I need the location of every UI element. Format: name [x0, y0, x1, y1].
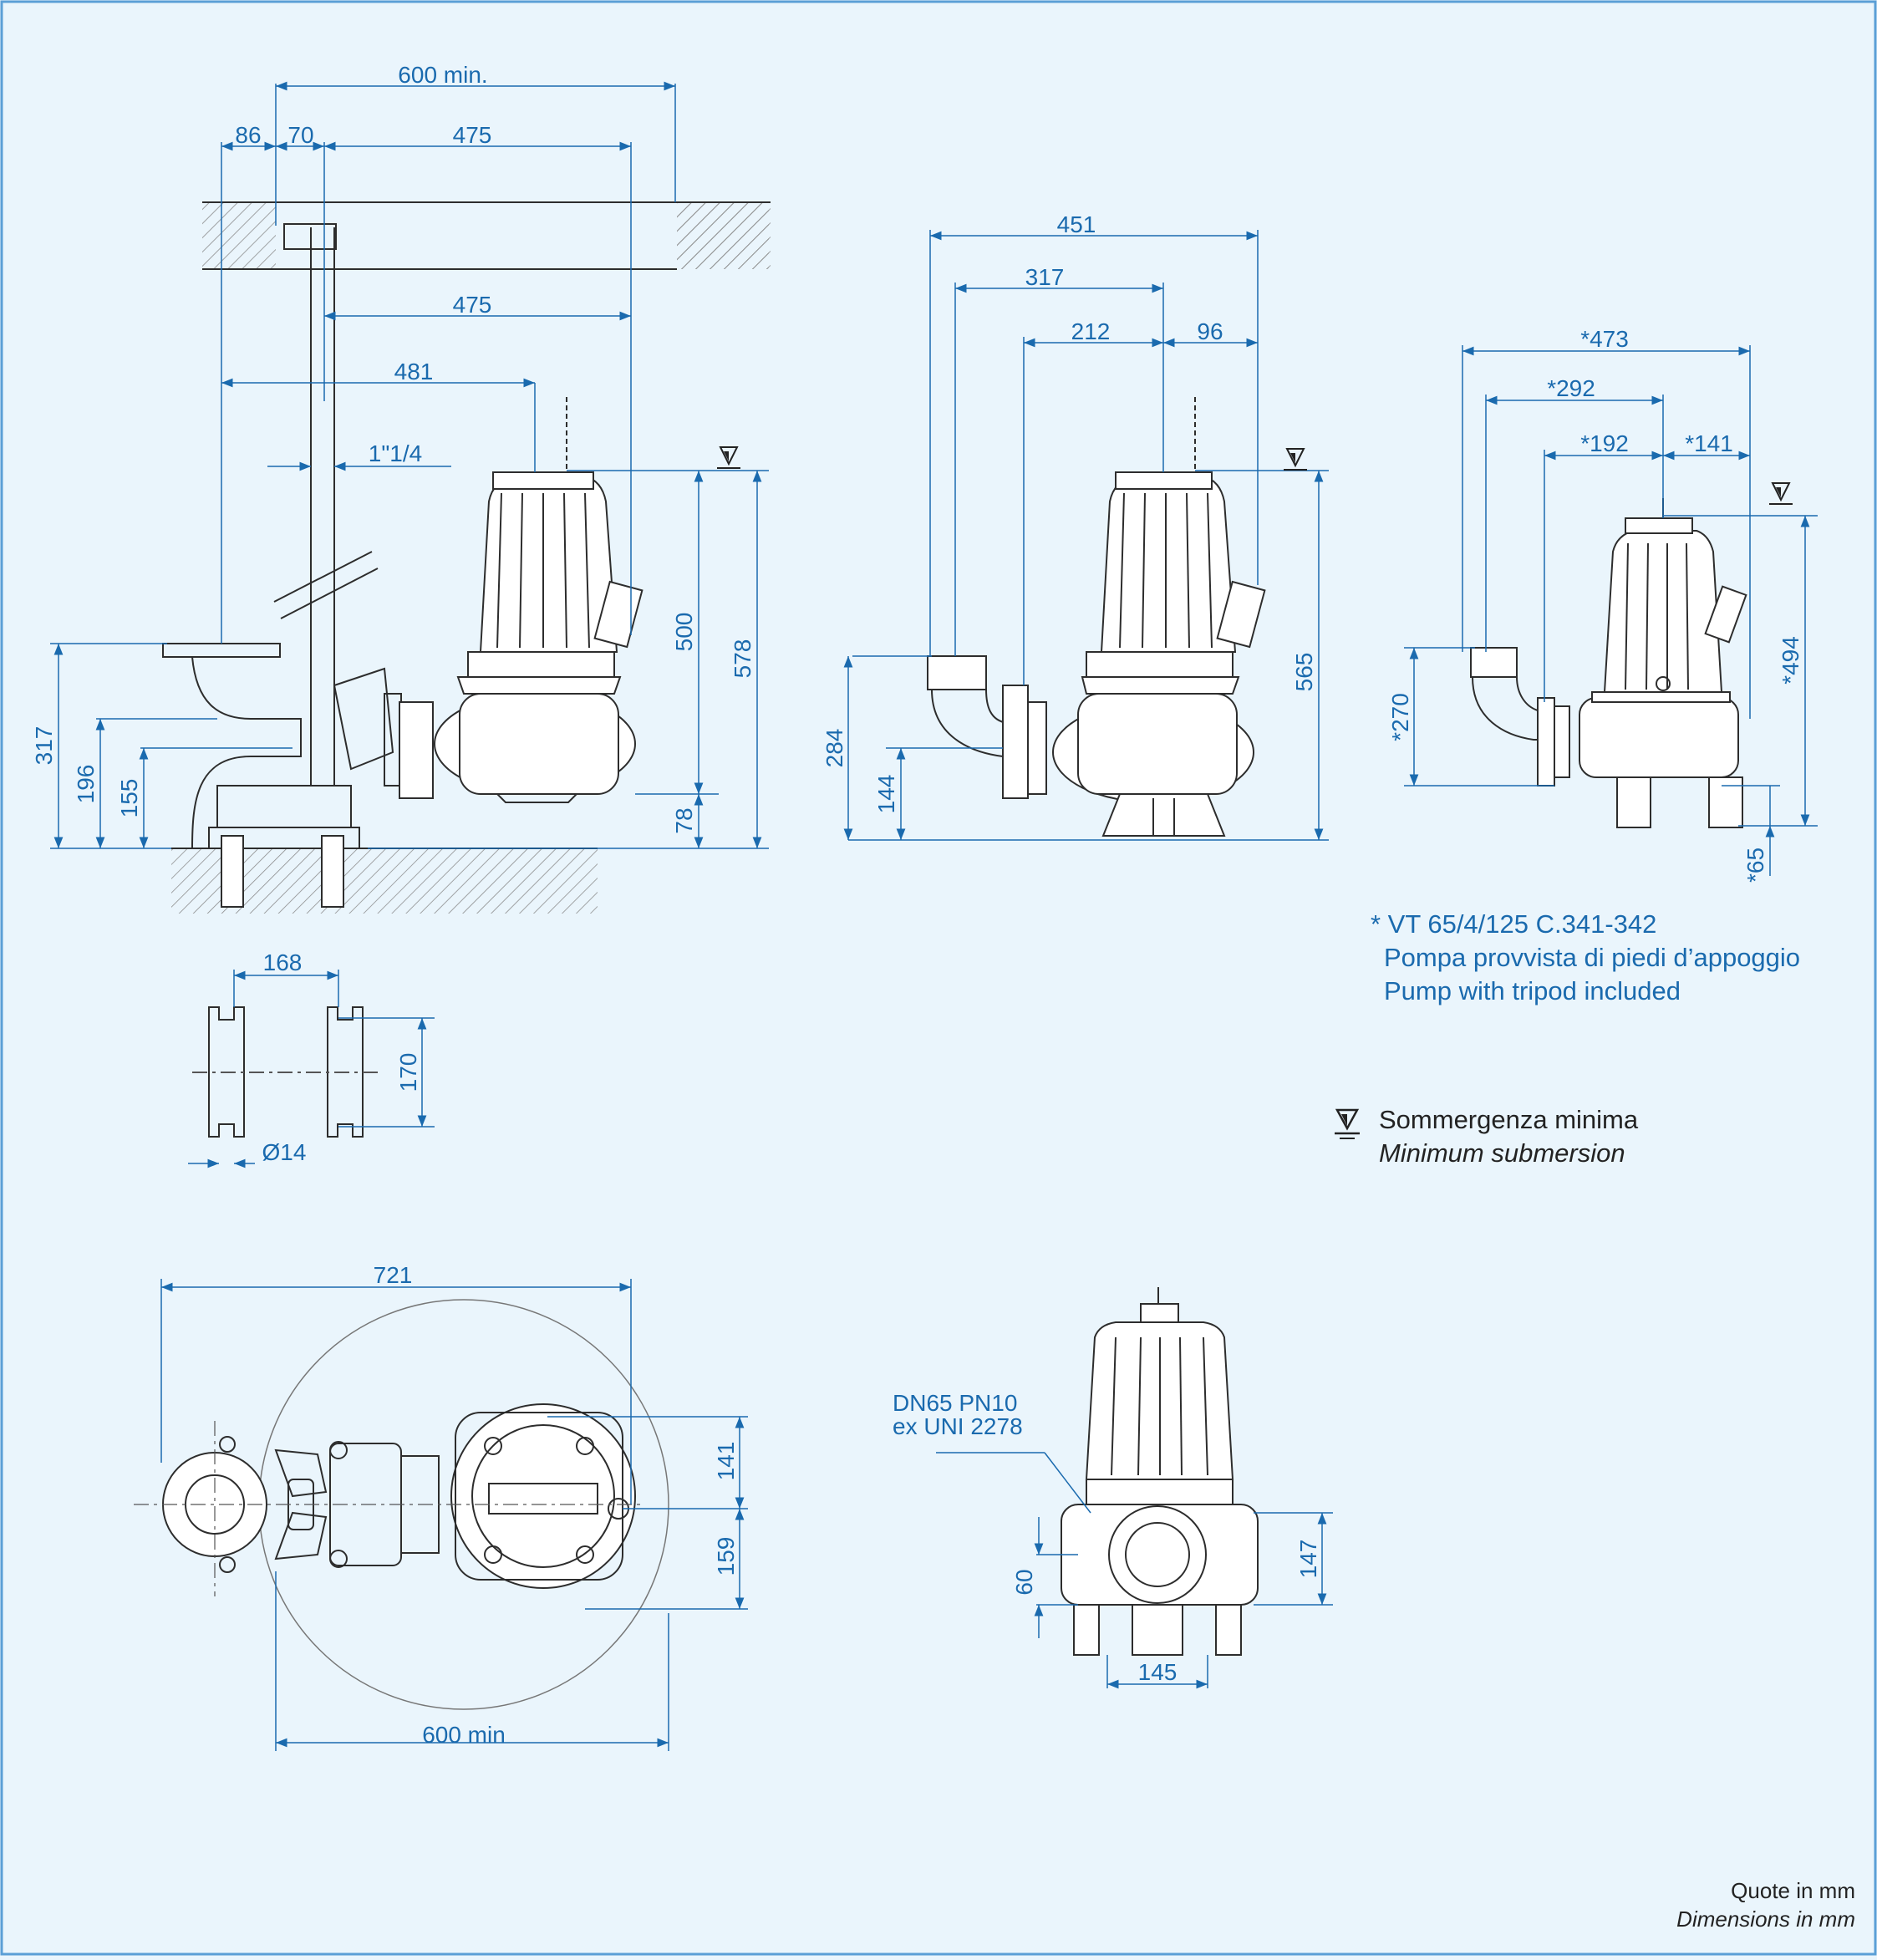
dim-565: 565: [1291, 653, 1317, 692]
dim-141-v3: *141: [1685, 430, 1733, 456]
tripod-note: * VT 65/4/125 C.341-342 Pompa provvista …: [1371, 908, 1800, 1008]
legend-text-it: Sommergenza minima: [1379, 1105, 1639, 1134]
dim-317: 317: [31, 726, 57, 766]
dim-270: *270: [1387, 693, 1413, 741]
dim-60: 60: [1011, 1569, 1037, 1595]
legend-submersion-symbol: [1335, 1108, 1360, 1139]
view-plan-top: [162, 1299, 669, 1710]
view2-dimensions: [843, 230, 1329, 841]
plan-dimension-labels: 721 600 min 141 159: [374, 1262, 739, 1748]
submersion-legend: Sommergenza minima Minimum submersion: [1379, 1103, 1638, 1170]
view3-dimension-labels: *473 *292 *192 *141 *494 *270 *65: [1387, 326, 1803, 883]
dim-170: 170: [395, 1053, 421, 1092]
flange-spec-line1: DN65 PN10: [893, 1390, 1017, 1416]
view-installation-guide-rails: [162, 201, 771, 914]
flange-spec-line2: ex UNI 2278: [893, 1413, 1023, 1439]
dim-451: 451: [1057, 211, 1096, 237]
base-plate-dimension-labels: 168 170 Ø14: [262, 949, 421, 1165]
dim-475-top: 475: [453, 122, 492, 148]
view-free-standing-bend: [927, 397, 1266, 837]
dim-494: *494: [1778, 636, 1803, 685]
dim-96: 96: [1197, 318, 1223, 344]
dim-292: *292: [1547, 375, 1595, 401]
dim-diameter-14: Ø14: [262, 1139, 307, 1165]
dim-141-plan: 141: [713, 1442, 739, 1481]
dim-pipe-size: 1"1/4: [369, 440, 422, 466]
plan-centerlines: [134, 1421, 643, 1596]
view1-dimension-labels: 600 min. 86 70 475 475 481 1"1/4 500 578…: [31, 62, 755, 834]
dim-284: 284: [822, 729, 847, 768]
dim-317-v2: 317: [1025, 264, 1065, 290]
dim-86: 86: [235, 122, 261, 148]
tripod-note-model: * VT 65/4/125 C.341-342: [1371, 909, 1657, 939]
dim-145: 145: [1138, 1659, 1178, 1685]
dim-578: 578: [730, 639, 755, 679]
front-dimensions: [936, 1452, 1333, 1689]
view2-dimension-labels: 451 317 212 96 565 284 144: [822, 211, 1317, 813]
view3-dimensions: [1404, 345, 1818, 876]
plan-dimensions: [160, 1279, 748, 1751]
view-tripod-version: [1470, 498, 1747, 828]
dim-196: 196: [73, 765, 99, 804]
view-front-flange: [1061, 1287, 1259, 1656]
dim-475-mid: 475: [453, 292, 492, 318]
dim-192: *192: [1580, 430, 1629, 456]
tripod-note-it: Pompa provvista di piedi d’appoggio: [1384, 943, 1801, 972]
front-dimension-labels: DN65 PN10 ex UNI 2278 60 147 145: [893, 1390, 1321, 1685]
base-plate-dimensions: [188, 970, 435, 1168]
submersion-symbol-view2: [1284, 448, 1307, 471]
dim-144: 144: [873, 775, 899, 814]
legend-text-en: Minimum submersion: [1379, 1138, 1625, 1168]
units-en: Dimensions in mm: [1676, 1907, 1855, 1932]
dim-159: 159: [713, 1537, 739, 1576]
dim-147: 147: [1295, 1540, 1321, 1579]
dim-500: 500: [671, 613, 697, 652]
dim-600min-bottom: 600 min: [422, 1722, 506, 1748]
tripod-note-en: Pump with tripod included: [1384, 976, 1681, 1005]
dim-78: 78: [671, 807, 697, 833]
dim-168: 168: [263, 949, 303, 975]
dim-70: 70: [287, 122, 313, 148]
view-base-plate: [192, 1006, 380, 1138]
dim-65: *65: [1742, 848, 1768, 883]
dim-481: 481: [394, 359, 434, 384]
dim-600min-top: 600 min.: [398, 62, 487, 88]
submersion-symbol-view1: [717, 446, 740, 469]
units-it: Quote in mm: [1731, 1878, 1855, 1903]
dim-155: 155: [116, 779, 142, 818]
view1-dimensions: [50, 81, 769, 849]
dim-212: 212: [1071, 318, 1111, 344]
dim-473: *473: [1580, 326, 1629, 352]
dim-721: 721: [374, 1262, 413, 1288]
units-note: Quote in mm Dimensions in mm: [1676, 1876, 1855, 1933]
submersion-symbol-view3: [1769, 482, 1793, 505]
